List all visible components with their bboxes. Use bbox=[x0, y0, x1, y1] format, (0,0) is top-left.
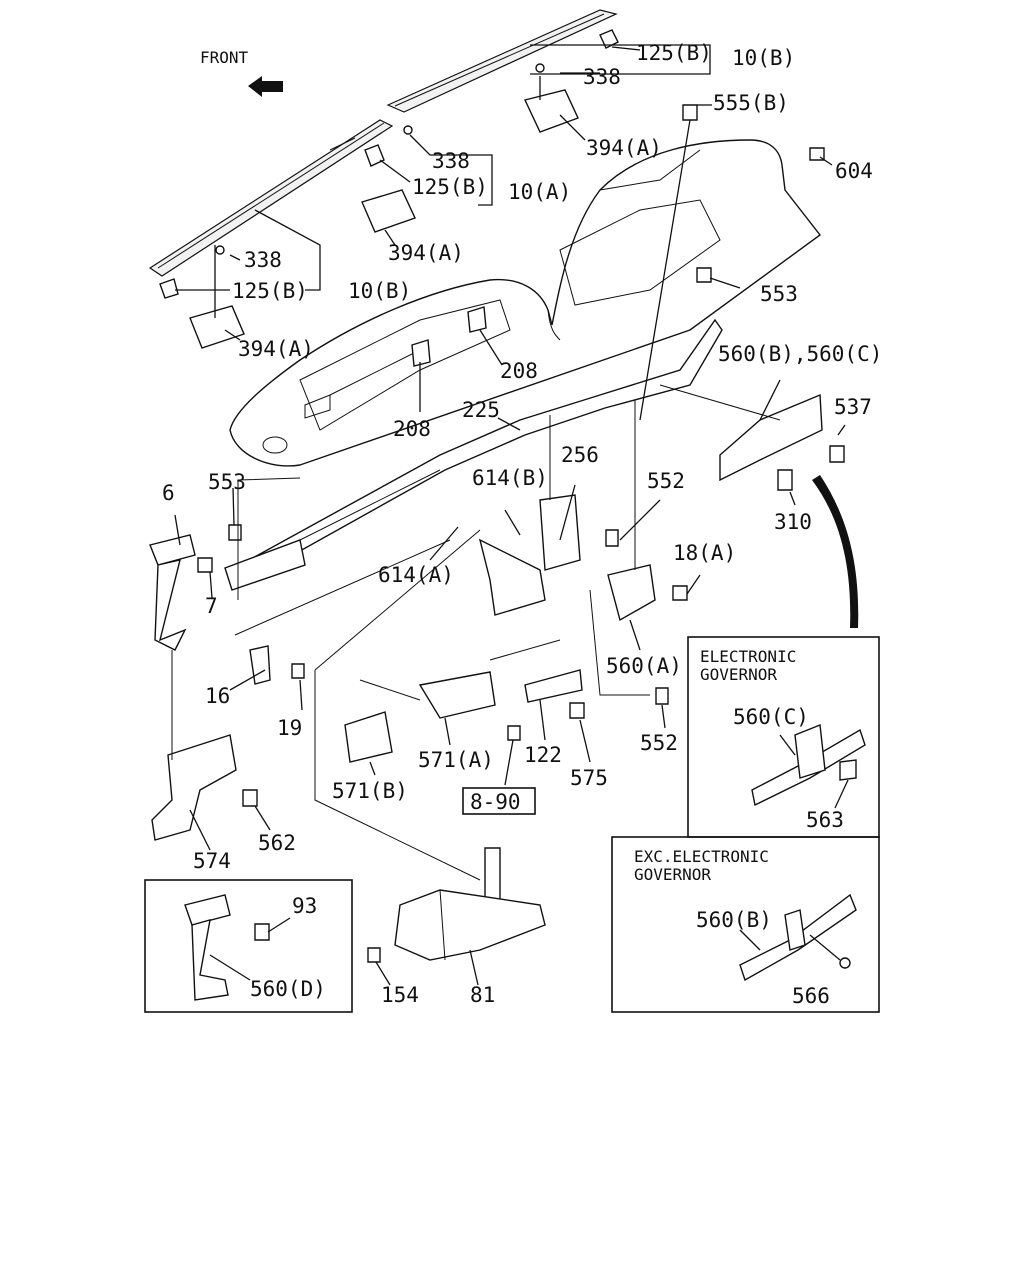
callout-10b-left: 10(B) bbox=[348, 279, 411, 303]
callout-562: 562 bbox=[258, 831, 296, 855]
callout-553-right: 553 bbox=[760, 282, 798, 306]
callout-566: 566 bbox=[792, 984, 830, 1008]
callout-604: 604 bbox=[835, 159, 873, 183]
callout-575: 575 bbox=[570, 766, 608, 790]
callout-18a: 18(A) bbox=[673, 541, 736, 565]
inset-electronic-title-2: GOVERNOR bbox=[700, 665, 777, 684]
callout-125b-left: 125(B) bbox=[232, 279, 308, 303]
callout-560bc: 560(B),560(C) bbox=[718, 342, 882, 366]
bracket-560d-box bbox=[144, 879, 353, 1013]
callout-19: 19 bbox=[277, 716, 302, 740]
front-indicator: FRONT bbox=[200, 48, 283, 97]
front-arrow-icon bbox=[248, 76, 283, 97]
callout-81: 81 bbox=[470, 983, 495, 1007]
cross-member bbox=[224, 318, 723, 591]
inset-electronic-governor: ELECTRONIC GOVERNOR 560(C) 563 bbox=[687, 636, 880, 838]
callout-93: 93 bbox=[292, 894, 317, 918]
callout-8-90: 8-90 bbox=[470, 790, 521, 814]
callout-225: 225 bbox=[462, 398, 500, 422]
callout-208-right: 208 bbox=[500, 359, 538, 383]
callout-571b: 571(B) bbox=[332, 779, 408, 803]
callout-16: 16 bbox=[205, 684, 230, 708]
callout-122: 122 bbox=[524, 743, 562, 767]
fasteners bbox=[197, 63, 845, 963]
callout-537: 537 bbox=[834, 395, 872, 419]
callout-208-left: 208 bbox=[393, 417, 431, 441]
callout-125b-top: 125(B) bbox=[636, 41, 712, 65]
leader-lines bbox=[171, 44, 846, 986]
mounting-brackets bbox=[149, 393, 823, 841]
callout-571a: 571(A) bbox=[418, 748, 494, 772]
callout-10a: 10(A) bbox=[508, 180, 571, 204]
callout-560d: 560(D) bbox=[250, 977, 326, 1001]
callout-394a-left: 394(A) bbox=[238, 337, 314, 361]
front-label: FRONT bbox=[200, 48, 249, 67]
callout-125b-mid: 125(B) bbox=[412, 175, 488, 199]
callout-614b: 614(B) bbox=[472, 466, 548, 490]
inset-electronic-title-1: ELECTRONIC bbox=[700, 647, 796, 666]
callout-310: 310 bbox=[774, 510, 812, 534]
callout-560c-inset: 560(C) bbox=[733, 705, 809, 729]
callout-338-left: 338 bbox=[244, 248, 282, 272]
callout-614a: 614(A) bbox=[378, 563, 454, 587]
callout-560b-inset: 560(B) bbox=[696, 908, 772, 932]
callout-154: 154 bbox=[381, 983, 419, 1007]
inset-exc-title-1: EXC.ELECTRONIC bbox=[634, 847, 769, 866]
callout-labels: 125(B) 10(B) 338 555(B) 394(A) 604 338 1… bbox=[162, 41, 882, 1007]
callout-553-left: 553 bbox=[208, 470, 246, 494]
callout-555b: 555(B) bbox=[713, 91, 789, 115]
callout-256: 256 bbox=[561, 443, 599, 467]
callout-552-top: 552 bbox=[647, 469, 685, 493]
inset-exc-title-2: GOVERNOR bbox=[634, 865, 711, 884]
reference-box-8-90 bbox=[462, 787, 536, 815]
callout-394a-top: 394(A) bbox=[586, 136, 662, 160]
callout-7: 7 bbox=[205, 594, 218, 618]
callout-552-bot: 552 bbox=[640, 731, 678, 755]
callout-6: 6 bbox=[162, 481, 175, 505]
callout-563: 563 bbox=[806, 808, 844, 832]
inset-pointer-arrow bbox=[812, 475, 859, 628]
lower-bracket bbox=[394, 847, 546, 961]
callout-338-top: 338 bbox=[583, 65, 621, 89]
callout-338-mid: 338 bbox=[432, 149, 470, 173]
clips-and-brackets bbox=[159, 29, 619, 367]
defroster-nozzle-strips bbox=[148, 9, 618, 277]
callout-394a-mid: 394(A) bbox=[388, 241, 464, 265]
inset-exc-electronic-governor: EXC.ELECTRONIC GOVERNOR 560(B) 566 bbox=[611, 836, 880, 1013]
callout-574: 574 bbox=[193, 849, 231, 873]
callout-10b-top: 10(B) bbox=[732, 46, 795, 70]
callout-560a: 560(A) bbox=[606, 654, 682, 678]
